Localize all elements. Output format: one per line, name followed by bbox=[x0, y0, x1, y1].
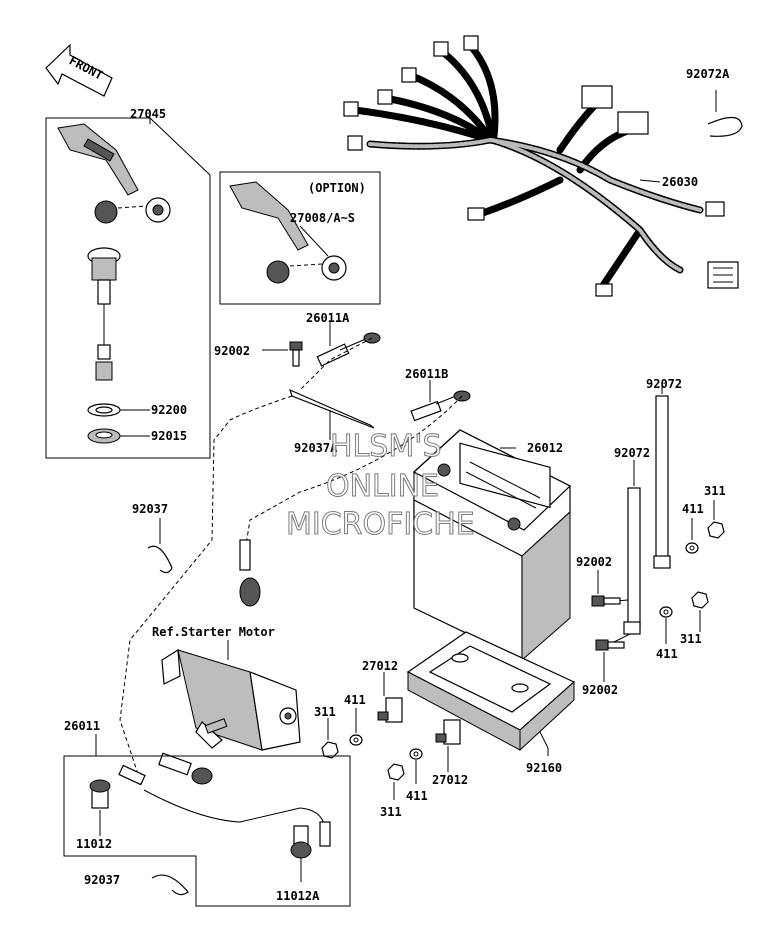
ref-starter-motor: Ref.Starter Motor bbox=[152, 625, 275, 639]
starter-motor-icon bbox=[158, 640, 301, 785]
cable-26011b-icon bbox=[410, 380, 471, 422]
label-411-center: 411 bbox=[344, 693, 366, 707]
nut-311-center-icon bbox=[321, 718, 339, 759]
label-27008: 27008/A~S bbox=[290, 211, 355, 225]
route-dash-1 bbox=[119, 395, 293, 781]
battery-cable-92072-mid-icon bbox=[603, 460, 641, 647]
label-411-low: 411 bbox=[656, 647, 678, 661]
clamp-92072a-icon bbox=[707, 90, 743, 137]
label-92200: 92200 bbox=[151, 403, 187, 417]
cable-kit-26011-group bbox=[63, 734, 351, 907]
watermark: HLSM'S ONLINE MICROFICHE bbox=[286, 429, 476, 543]
watermark-line3: MICROFICHE bbox=[286, 507, 475, 542]
washer-411-low-icon bbox=[659, 606, 673, 644]
battery-cable-92072-right-icon bbox=[653, 386, 671, 569]
front-arrow-icon: FRONT bbox=[45, 43, 113, 97]
nut-311-bottom-icon bbox=[387, 763, 405, 800]
label-311-bottom: 311 bbox=[380, 805, 402, 819]
watermark-line1: HLSM'S bbox=[330, 429, 442, 464]
key-cap-icon bbox=[94, 200, 118, 224]
label-311-center: 311 bbox=[314, 705, 336, 719]
washer-411-center-icon bbox=[349, 708, 363, 746]
nut-311-right-icon bbox=[707, 500, 725, 539]
option-box bbox=[219, 171, 381, 305]
label-92037A: 92037A bbox=[294, 441, 338, 455]
label-92160: 92160 bbox=[526, 761, 562, 775]
option-fob-icon bbox=[229, 181, 309, 251]
battery-tray-icon bbox=[406, 631, 576, 756]
label-26030: 26030 bbox=[662, 175, 698, 189]
label-27012-top: 27012 bbox=[362, 659, 398, 673]
option-cap-icon bbox=[266, 260, 290, 284]
label-26011: 26011 bbox=[64, 719, 100, 733]
label-92002-top: 92002 bbox=[214, 344, 250, 358]
label-27045: 27045 bbox=[130, 107, 166, 121]
label-311-right: 311 bbox=[704, 484, 726, 498]
connector-icon bbox=[95, 361, 113, 381]
battery-icon bbox=[412, 429, 572, 662]
option-heading: (OPTION) bbox=[308, 181, 366, 195]
option-box-group bbox=[219, 171, 381, 305]
watermark-line2: ONLINE bbox=[326, 469, 439, 504]
label-26011B: 26011B bbox=[405, 367, 448, 381]
terminal-center-icon bbox=[239, 539, 261, 607]
label-92072-right: 92072 bbox=[646, 377, 682, 391]
bracket-27012-top-icon bbox=[377, 672, 403, 723]
label-92002-low: 92002 bbox=[582, 683, 618, 697]
key-switch-group bbox=[45, 117, 211, 459]
label-11012: 11012 bbox=[76, 837, 112, 851]
route-dash-2 bbox=[299, 337, 373, 391]
label-92072A: 92072A bbox=[686, 67, 730, 81]
key-switch-box bbox=[45, 117, 211, 459]
label-411-right: 411 bbox=[682, 502, 704, 516]
label-311-low: 311 bbox=[680, 632, 702, 646]
washer-411-right-icon bbox=[685, 518, 699, 554]
clamp-92037-bottom-icon bbox=[151, 874, 189, 896]
label-411-bottom: 411 bbox=[406, 789, 428, 803]
nut-311-low-icon bbox=[691, 591, 709, 632]
bolt-92002-mid-icon bbox=[591, 570, 621, 607]
wire-harness-icon bbox=[343, 35, 739, 297]
bracket-27012-low-icon bbox=[435, 719, 461, 772]
label-11012A: 11012A bbox=[276, 889, 320, 903]
label-26012: 26012 bbox=[527, 441, 563, 455]
label-92015: 92015 bbox=[151, 429, 187, 443]
strap-92037a-icon bbox=[289, 388, 375, 440]
label-27012-low: 27012 bbox=[432, 773, 468, 787]
label-26011A: 26011A bbox=[306, 311, 350, 325]
label-92037-left: 92037 bbox=[132, 502, 168, 516]
bolt-92002-low-icon bbox=[595, 639, 625, 682]
clamp-92037-left-icon bbox=[147, 518, 173, 574]
bolt-92002-top-icon bbox=[262, 341, 303, 367]
cable-26011a-icon bbox=[316, 322, 381, 367]
label-92072-mid: 92072 bbox=[614, 446, 650, 460]
route-dash-3 bbox=[245, 395, 463, 546]
label-92037-bottom: 92037 bbox=[84, 873, 120, 887]
label-92002-mid: 92002 bbox=[576, 555, 612, 569]
key-fob-icon bbox=[57, 123, 139, 196]
washer-411-bottom-icon bbox=[409, 748, 423, 784]
